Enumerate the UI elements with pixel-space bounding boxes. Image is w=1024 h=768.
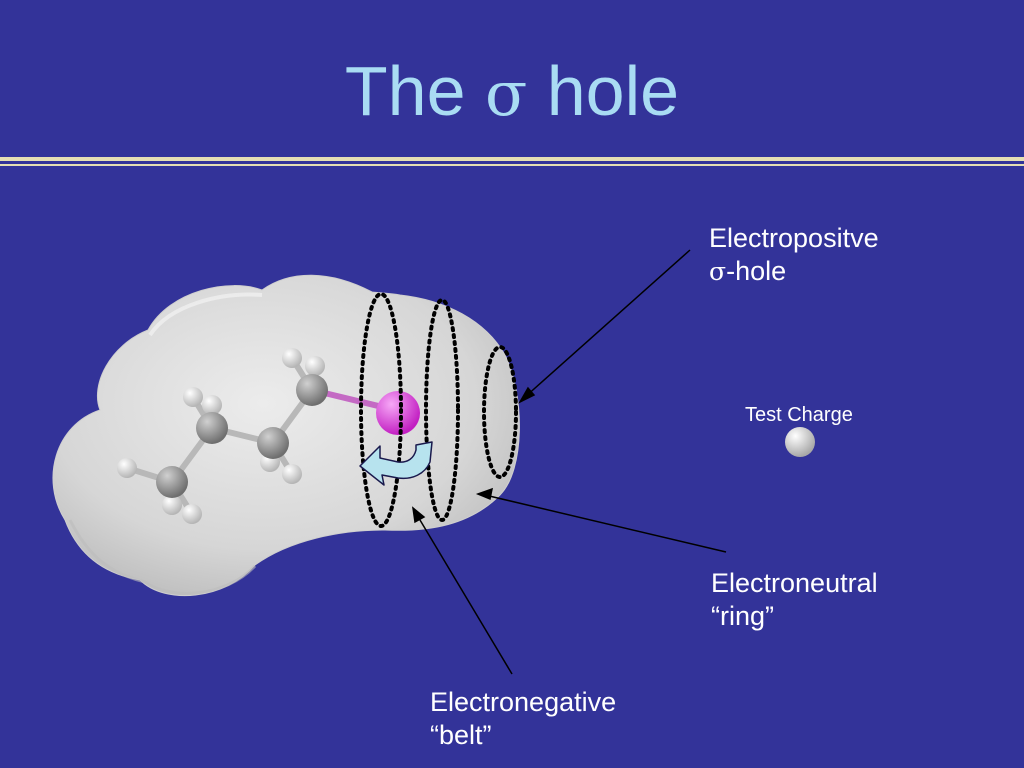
slide-title: The σ hole — [0, 50, 1024, 135]
ring-label-line1: Electroneutral — [711, 568, 878, 598]
title-prefix: The — [344, 52, 466, 130]
iodine-atom — [376, 391, 420, 435]
belt-ring-outer — [359, 292, 403, 528]
sigma-hole-label: Electropositve σ-hole — [709, 222, 879, 288]
sigma-hole-symbol: σ — [709, 257, 727, 286]
curved-arrow-icon — [359, 441, 433, 486]
ring-ellipse — [482, 345, 518, 479]
belt-label: Electronegative “belt” — [430, 686, 616, 752]
belt-label-line2: “belt” — [430, 720, 492, 750]
test-charge-label: Test Charge — [745, 404, 853, 426]
sigma-hole-label-line1: Electropositve — [709, 223, 879, 253]
title-suffix: hole — [546, 52, 680, 130]
title-rule — [0, 157, 1024, 161]
dotted-rings — [359, 292, 518, 528]
sigma-hole-suffix: -hole — [726, 256, 787, 286]
hydrogen-atoms — [117, 348, 325, 524]
ring-label-line2: “ring” — [711, 601, 775, 631]
carbon-atoms — [156, 374, 328, 498]
title-sigma-symbol: σ — [484, 57, 528, 130]
sigma-hole-label-line2: σ-hole — [709, 255, 879, 288]
sphere-icon — [785, 427, 815, 457]
belt-ring-inner — [424, 298, 460, 522]
title-rule-thin — [0, 164, 1024, 166]
pointer-lines — [411, 249, 727, 675]
ring-label: Electroneutral “ring” — [711, 567, 878, 633]
belt-label-line1: Electronegative — [430, 687, 617, 717]
